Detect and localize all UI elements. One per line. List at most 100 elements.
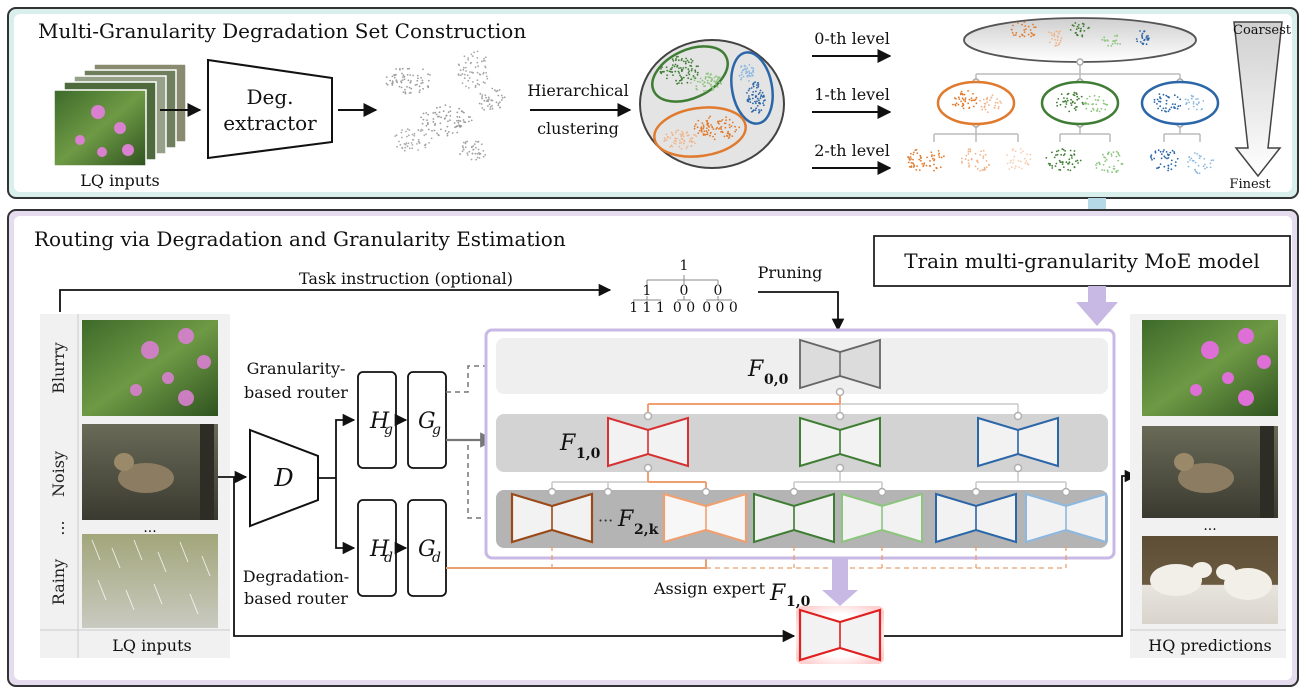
green-cluster-outline [651, 45, 729, 103]
mask-tree-mid-1: 1 [643, 283, 652, 299]
pruning-label: Pruning [758, 263, 823, 282]
deg-extractor-label-2: extractor [223, 111, 317, 135]
expert-F10 [607, 416, 689, 468]
Hg-subscript: g [384, 422, 393, 438]
expert-blocks [510, 338, 1107, 544]
hq-bears [1150, 562, 1272, 600]
side-label-blurry: Blurry [49, 342, 68, 394]
coarsest-label: Coarsest [1233, 23, 1292, 38]
Gd-block [407, 499, 447, 597]
right-images-ellipsis: ... [1203, 518, 1216, 534]
train-moe-label: Train multi-granularity MoE model [904, 249, 1259, 273]
mask-tree: 1 1 0 0 1 1 1 0 0 0 0 0 [629, 258, 738, 316]
F2k-symbol: F [617, 507, 634, 532]
expert-F00 [799, 338, 881, 390]
assign-F-symbol: F [769, 581, 786, 606]
mask-tree-root: 1 [680, 258, 689, 274]
train-arrow [1076, 286, 1118, 326]
expert-F2-blue-dark [935, 492, 1017, 544]
expert-F2-green-dark [753, 492, 835, 544]
orange-cluster-outline [653, 106, 747, 158]
level-1-green-node [1040, 80, 1120, 126]
expert-F11 [799, 416, 881, 468]
finest-label: Finest [1229, 177, 1271, 192]
Gd-subscript: d [432, 550, 441, 566]
mask-tree-leaves-3: 0 0 0 [702, 300, 738, 316]
hierarchical-label: Hierarchical [527, 81, 628, 100]
expert-junctions [547, 387, 1071, 497]
hq-flower-blossoms [1190, 328, 1271, 406]
cluster-dots [659, 55, 766, 150]
level-0-label: 0-th level [814, 29, 890, 48]
assigned-expert [796, 606, 884, 664]
Gg-symbol: G [418, 409, 436, 434]
side-label-noisy: Noisy [49, 451, 68, 497]
F10-symbol: F [559, 431, 576, 456]
mask-tree-mid-2: 0 [680, 283, 689, 299]
Hd-symbol: H [369, 537, 390, 562]
expert-output-dashed [551, 546, 1067, 569]
granularity-router-label-2: based router [244, 383, 348, 402]
flower-blossoms [75, 105, 134, 157]
hq-flower-image [1142, 320, 1278, 416]
blurry-image-flowers [130, 328, 211, 406]
degradation-router-label-2: based router [244, 589, 348, 608]
hq-predictions-label: HQ predictions [1148, 636, 1272, 655]
tree-cluster-dots [907, 21, 1215, 175]
Hd-subscript: d [384, 550, 393, 566]
degradation-router-label-1: Degradation- [243, 567, 349, 586]
Hg-symbol: H [369, 409, 390, 434]
expert-F20 [510, 492, 594, 544]
expert-F2-blue-light [1025, 492, 1107, 544]
top-lq-inputs-label: LQ inputs [80, 171, 159, 190]
level-1-blue-node [1140, 80, 1220, 126]
deg-extractor-block [207, 58, 333, 160]
left-images-ellipsis: ... [143, 520, 156, 536]
level-1-label: 1-th level [814, 85, 890, 104]
train-moe-box [873, 235, 1291, 287]
bottom-panel-title: Routing via Degradation and Granularity … [34, 227, 566, 251]
hq-wolf-figure [1174, 426, 1274, 518]
assign-expert-label: Assign expert [653, 579, 766, 598]
task-instruction-path [59, 283, 612, 312]
Gg-to-level2-dashed [446, 439, 496, 519]
side-label-rainy: Rainy [49, 559, 68, 605]
Gg-block [407, 371, 447, 469]
expert-F2k [662, 492, 748, 544]
F00-subscript: 0,0 [764, 372, 789, 388]
top-panel-title: Multi-Granularity Degradation Set Constr… [38, 19, 526, 43]
mask-tree-leaves-1: 1 1 1 [629, 300, 665, 316]
bypass-path [233, 477, 796, 643]
clustering-label: clustering [537, 119, 619, 138]
tree-connectors [933, 62, 1201, 142]
D-to-Hd-arrow [335, 478, 356, 555]
expert-F2-green-light [841, 492, 923, 544]
task-instruction-label: Task instruction (optional) [299, 269, 513, 288]
Gd-symbol: G [418, 537, 436, 562]
F10-subscript: 1,0 [576, 446, 601, 462]
D-encoder-block [249, 428, 319, 528]
assign-arrow [822, 558, 858, 606]
granularity-router-label-1: Granularity- [247, 359, 346, 378]
F00-symbol: F [747, 357, 764, 382]
coarse-to-fine-arrow [1233, 21, 1283, 178]
deg-extractor-label-1: Deg. [246, 85, 293, 109]
mask-tree-mid-3: 0 [714, 283, 723, 299]
side-label-ellipsis: ... [49, 520, 68, 535]
D-to-Hg-arrow [335, 413, 356, 478]
bottom-lq-inputs-label: LQ inputs [112, 636, 191, 655]
Gg-subscript: g [432, 422, 441, 438]
level-2-label: 2-th level [814, 141, 890, 160]
expert-F12 [977, 416, 1059, 468]
assigned-to-output-arrow [884, 469, 1138, 637]
D-symbol: D [273, 464, 293, 492]
rainy-image-streaks [91, 539, 211, 615]
lq-input-stack [53, 63, 187, 167]
mask-tree-leaves-2: 0 0 [673, 300, 695, 316]
F2k-subscript: 2,k [634, 522, 659, 538]
blue-cluster-outline [730, 51, 774, 125]
feature-scatter-cloud [385, 50, 506, 161]
Gg-to-level0-dashed [446, 365, 496, 393]
